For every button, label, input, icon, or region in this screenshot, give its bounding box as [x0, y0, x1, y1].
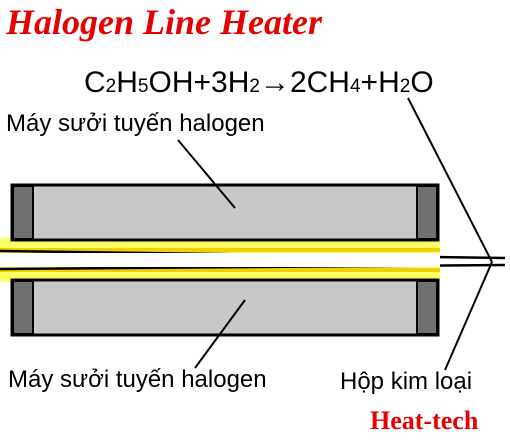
equation-subscript: 2	[249, 76, 260, 97]
equation-part: OH+3H	[148, 66, 250, 99]
equation-subscript: 5	[137, 76, 149, 97]
equation-part: +H	[360, 66, 400, 99]
equation-subscript: 2	[105, 76, 117, 97]
brand-logo: Heat-tech	[370, 406, 479, 435]
heater-bottom-label: Máy sưởi tuyến halogen	[8, 366, 267, 393]
metal-box-label: Hộp kim loại	[340, 368, 473, 395]
leader-line-metal-box	[444, 261, 493, 371]
leader-line-equation	[407, 97, 493, 263]
metal-pipe	[0, 249, 506, 271]
equation-subscript: 2	[399, 76, 411, 97]
equation-part: O	[410, 66, 434, 99]
equation-subscript: 4	[349, 76, 361, 97]
heater-top	[10, 183, 440, 242]
leader-line-bottom	[194, 299, 246, 369]
heater-top-label: Máy sưởi tuyến halogen	[6, 110, 265, 137]
equation-part: →2CH	[259, 66, 350, 99]
tube-glow-lower	[0, 268, 440, 272]
equation-part: C	[84, 66, 106, 99]
tube-glow-upper	[0, 248, 440, 252]
leader-line-top	[177, 139, 236, 209]
diagram-title: Halogen Line Heater	[6, 2, 322, 42]
chemical-equation: C2H5OH+3H2→2CH4+H2O	[84, 66, 434, 104]
equation-part: H	[116, 66, 138, 99]
